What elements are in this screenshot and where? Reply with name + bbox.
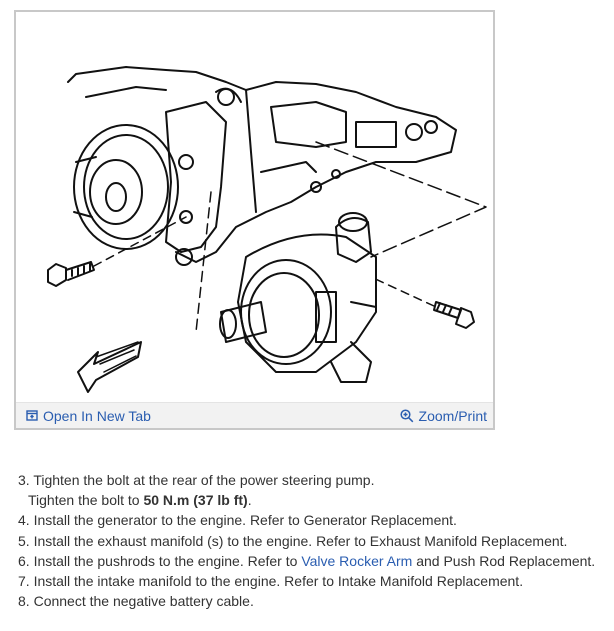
zoom-print-label: Zoom/Print (418, 407, 487, 424)
zoom-print-button[interactable]: Zoom/Print (399, 407, 487, 424)
step-5: 5. Install the exhaust manifold (s) to t… (18, 531, 595, 551)
procedure-steps: 3. Tighten the bolt at the rear of the p… (18, 470, 595, 611)
step-6: 6. Install the pushrods to the engine. R… (18, 551, 595, 571)
step-text-suffix: and Push Rod Replacement. (412, 552, 596, 569)
valve-rocker-arm-link[interactable]: Valve Rocker Arm (301, 552, 413, 569)
torque-value: 50 N.m (37 lb ft) (143, 492, 248, 509)
engine-illustration (47, 66, 487, 393)
open-in-new-tab-button[interactable]: Open In New Tab (26, 408, 151, 424)
step-text: Install the pushrods to the engine. Refe… (33, 552, 302, 569)
torque-suffix: . (247, 492, 252, 509)
open-in-new-tab-label: Open In New Tab (43, 407, 151, 424)
step-number: 7. (18, 573, 30, 590)
step-text: Install the generator to the engine. Ref… (33, 512, 457, 529)
torque-prefix: Tighten the bolt to (28, 492, 144, 509)
step-text: Install the intake manifold to the engin… (33, 573, 524, 590)
figure-toolbar: Open In New Tab Zoom/Print (16, 402, 493, 428)
step-3-torque-spec: Tighten the bolt to 50 N.m (37 lb ft). (18, 490, 595, 510)
step-number: 6. (18, 552, 30, 569)
step-4: 4. Install the generator to the engine. … (18, 510, 595, 530)
step-number: 3. (18, 472, 30, 488)
step-text: Install the exhaust manifold (s) to the … (33, 532, 568, 549)
zoom-in-icon (399, 408, 413, 422)
step-number: 4. (18, 512, 30, 529)
step-3: 3. Tighten the bolt at the rear of the p… (18, 470, 595, 490)
step-number: 5. (18, 532, 30, 549)
step-text: Tighten the bolt at the rear of the powe… (33, 472, 375, 488)
step-7: 7. Install the intake manifold to the en… (18, 571, 595, 591)
step-text: Connect the negative battery cable. (33, 593, 254, 610)
new-tab-icon (26, 410, 38, 421)
figure-frame: Open In New Tab Zoom/Print (14, 10, 495, 430)
step-number: 8. (18, 593, 30, 610)
step-8: 8. Connect the negative battery cable. (18, 591, 595, 611)
